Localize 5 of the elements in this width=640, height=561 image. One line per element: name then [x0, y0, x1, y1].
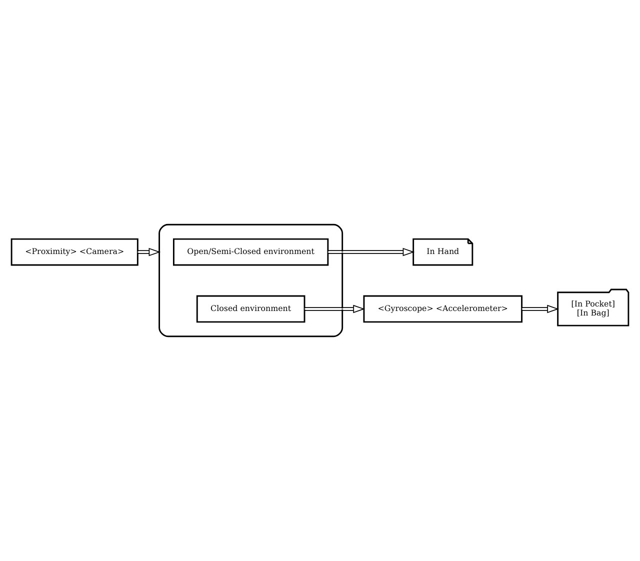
cluster	[158, 224, 344, 338]
arrow	[522, 304, 559, 314]
arrow	[328, 248, 415, 256]
arrow	[137, 248, 161, 256]
arrow	[304, 304, 365, 314]
